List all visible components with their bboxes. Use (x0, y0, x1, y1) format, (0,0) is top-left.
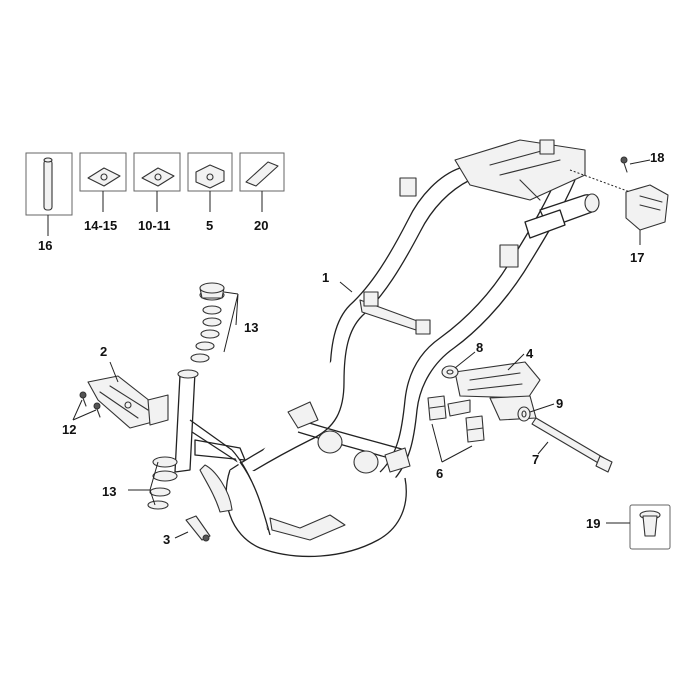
part-20-pad (239, 152, 285, 212)
part-14-15-clip (79, 152, 127, 212)
callout-7: 7 (532, 452, 539, 467)
callout-4: 4 (526, 346, 534, 361)
callout-19: 19 (586, 516, 600, 531)
part-9-washer (517, 406, 531, 422)
main-frame (174, 139, 600, 558)
callout-10-11: 10-11 (138, 218, 171, 233)
part-16-rod (25, 152, 73, 236)
part-7-long-bolt (531, 417, 613, 473)
callout-13-lower: 13 (102, 484, 116, 499)
callout-20: 20 (254, 218, 268, 233)
part-17-cover (569, 169, 669, 231)
part-6-silentblocks (427, 395, 485, 443)
callout-14-15: 14-15 (84, 218, 117, 233)
part-3-bolt (185, 515, 211, 542)
callout-17: 17 (630, 250, 644, 265)
callout-6: 6 (436, 466, 443, 481)
part-8-bushing (441, 365, 459, 379)
callout-2: 2 (100, 344, 107, 359)
callout-8: 8 (476, 340, 483, 355)
part-12-screws (79, 391, 101, 418)
callout-labels: 1 2 3 4 5 6 7 8 9 12 13 13 16 14-15 10-1… (38, 150, 664, 547)
leader-lines (72, 159, 651, 539)
part-13-lower-bearing-stack (147, 456, 178, 510)
part-19-grommet (629, 504, 671, 550)
callout-18: 18 (650, 150, 664, 165)
callout-9: 9 (556, 396, 563, 411)
part-2-bracket (87, 375, 169, 429)
part-4-bracket (454, 361, 541, 421)
callout-5: 5 (206, 218, 213, 233)
callout-12: 12 (62, 422, 76, 437)
callout-1: 1 (322, 270, 329, 285)
callout-16: 16 (38, 238, 52, 253)
part-5-cage-nut (187, 152, 233, 212)
callout-13-upper: 13 (244, 320, 258, 335)
callout-3: 3 (163, 532, 170, 547)
part-13-upper-bearing-stack (190, 282, 225, 363)
part-18-screw (620, 156, 628, 173)
small-parts-row (25, 152, 285, 236)
part-10-11-clip (133, 152, 181, 212)
